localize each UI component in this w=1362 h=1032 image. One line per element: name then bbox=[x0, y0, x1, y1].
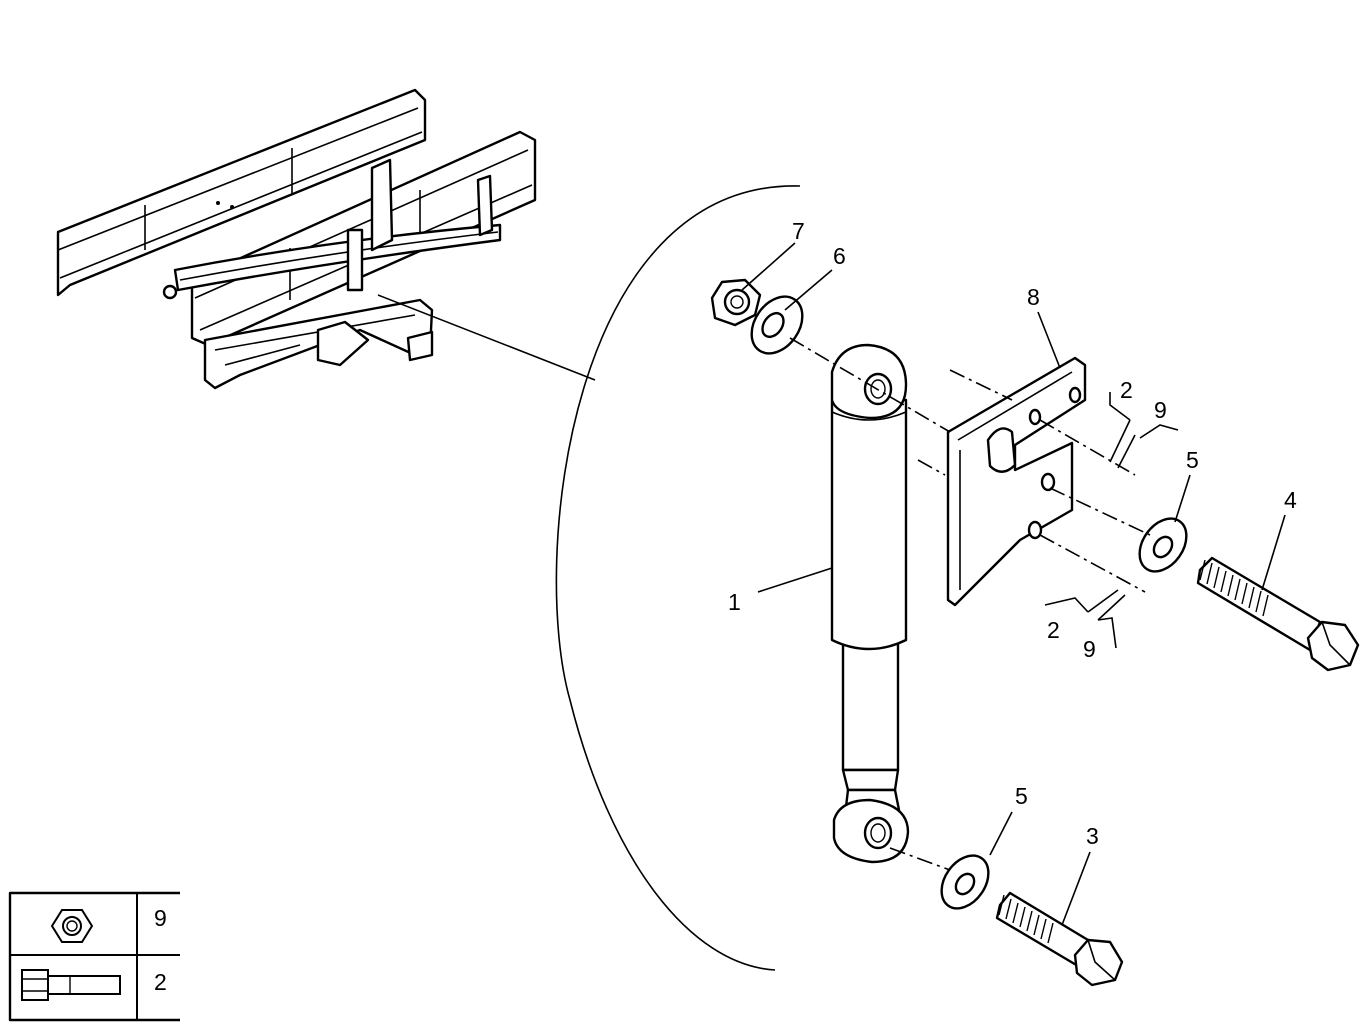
legend-bolt-label: 2 bbox=[154, 969, 167, 995]
callout-washer-lower: 5 bbox=[1015, 783, 1028, 809]
callout-lock-lower: 9 bbox=[1083, 636, 1096, 662]
callout-bracket: 8 bbox=[1027, 284, 1040, 310]
hex-nut-top bbox=[710, 278, 762, 327]
callout-bolt-locking-lower: 2 bbox=[1047, 617, 1060, 643]
shock-absorber bbox=[830, 343, 910, 864]
washer-upper bbox=[1138, 517, 1188, 573]
washer-top bbox=[750, 295, 804, 355]
mounting-bracket bbox=[917, 356, 1087, 607]
axis-line-mid bbox=[1049, 487, 1151, 536]
washer-lower bbox=[940, 854, 990, 910]
detail-boundary-arc bbox=[555, 185, 801, 971]
hex-bolt-upper bbox=[1196, 556, 1360, 672]
hex-nut-icon bbox=[50, 909, 94, 943]
axis-line-low bbox=[1039, 534, 1146, 593]
callout-washer-top: 6 bbox=[833, 243, 846, 269]
axis-line-top bbox=[789, 337, 951, 433]
legend-table: 9 2 bbox=[8, 891, 180, 1022]
callout-bolt-locking-upper: 2 bbox=[1120, 377, 1133, 403]
chassis-frame-overview bbox=[56, 88, 596, 390]
hex-bolt-lower bbox=[995, 891, 1124, 987]
callout-lock-upper: 9 bbox=[1154, 397, 1167, 423]
legend-nut-label: 9 bbox=[154, 905, 167, 931]
hex-bolt-icon bbox=[21, 969, 121, 1001]
callout-washer-upper: 5 bbox=[1186, 447, 1199, 473]
callout-bolt-lower: 3 bbox=[1086, 823, 1099, 849]
callout-bolt-upper: 4 bbox=[1284, 487, 1297, 513]
callout-nut-top: 7 bbox=[792, 218, 805, 244]
axis-line-bottom bbox=[889, 847, 951, 871]
callout-shock-absorber: 1 bbox=[728, 589, 741, 615]
leader-lines bbox=[741, 242, 1286, 926]
